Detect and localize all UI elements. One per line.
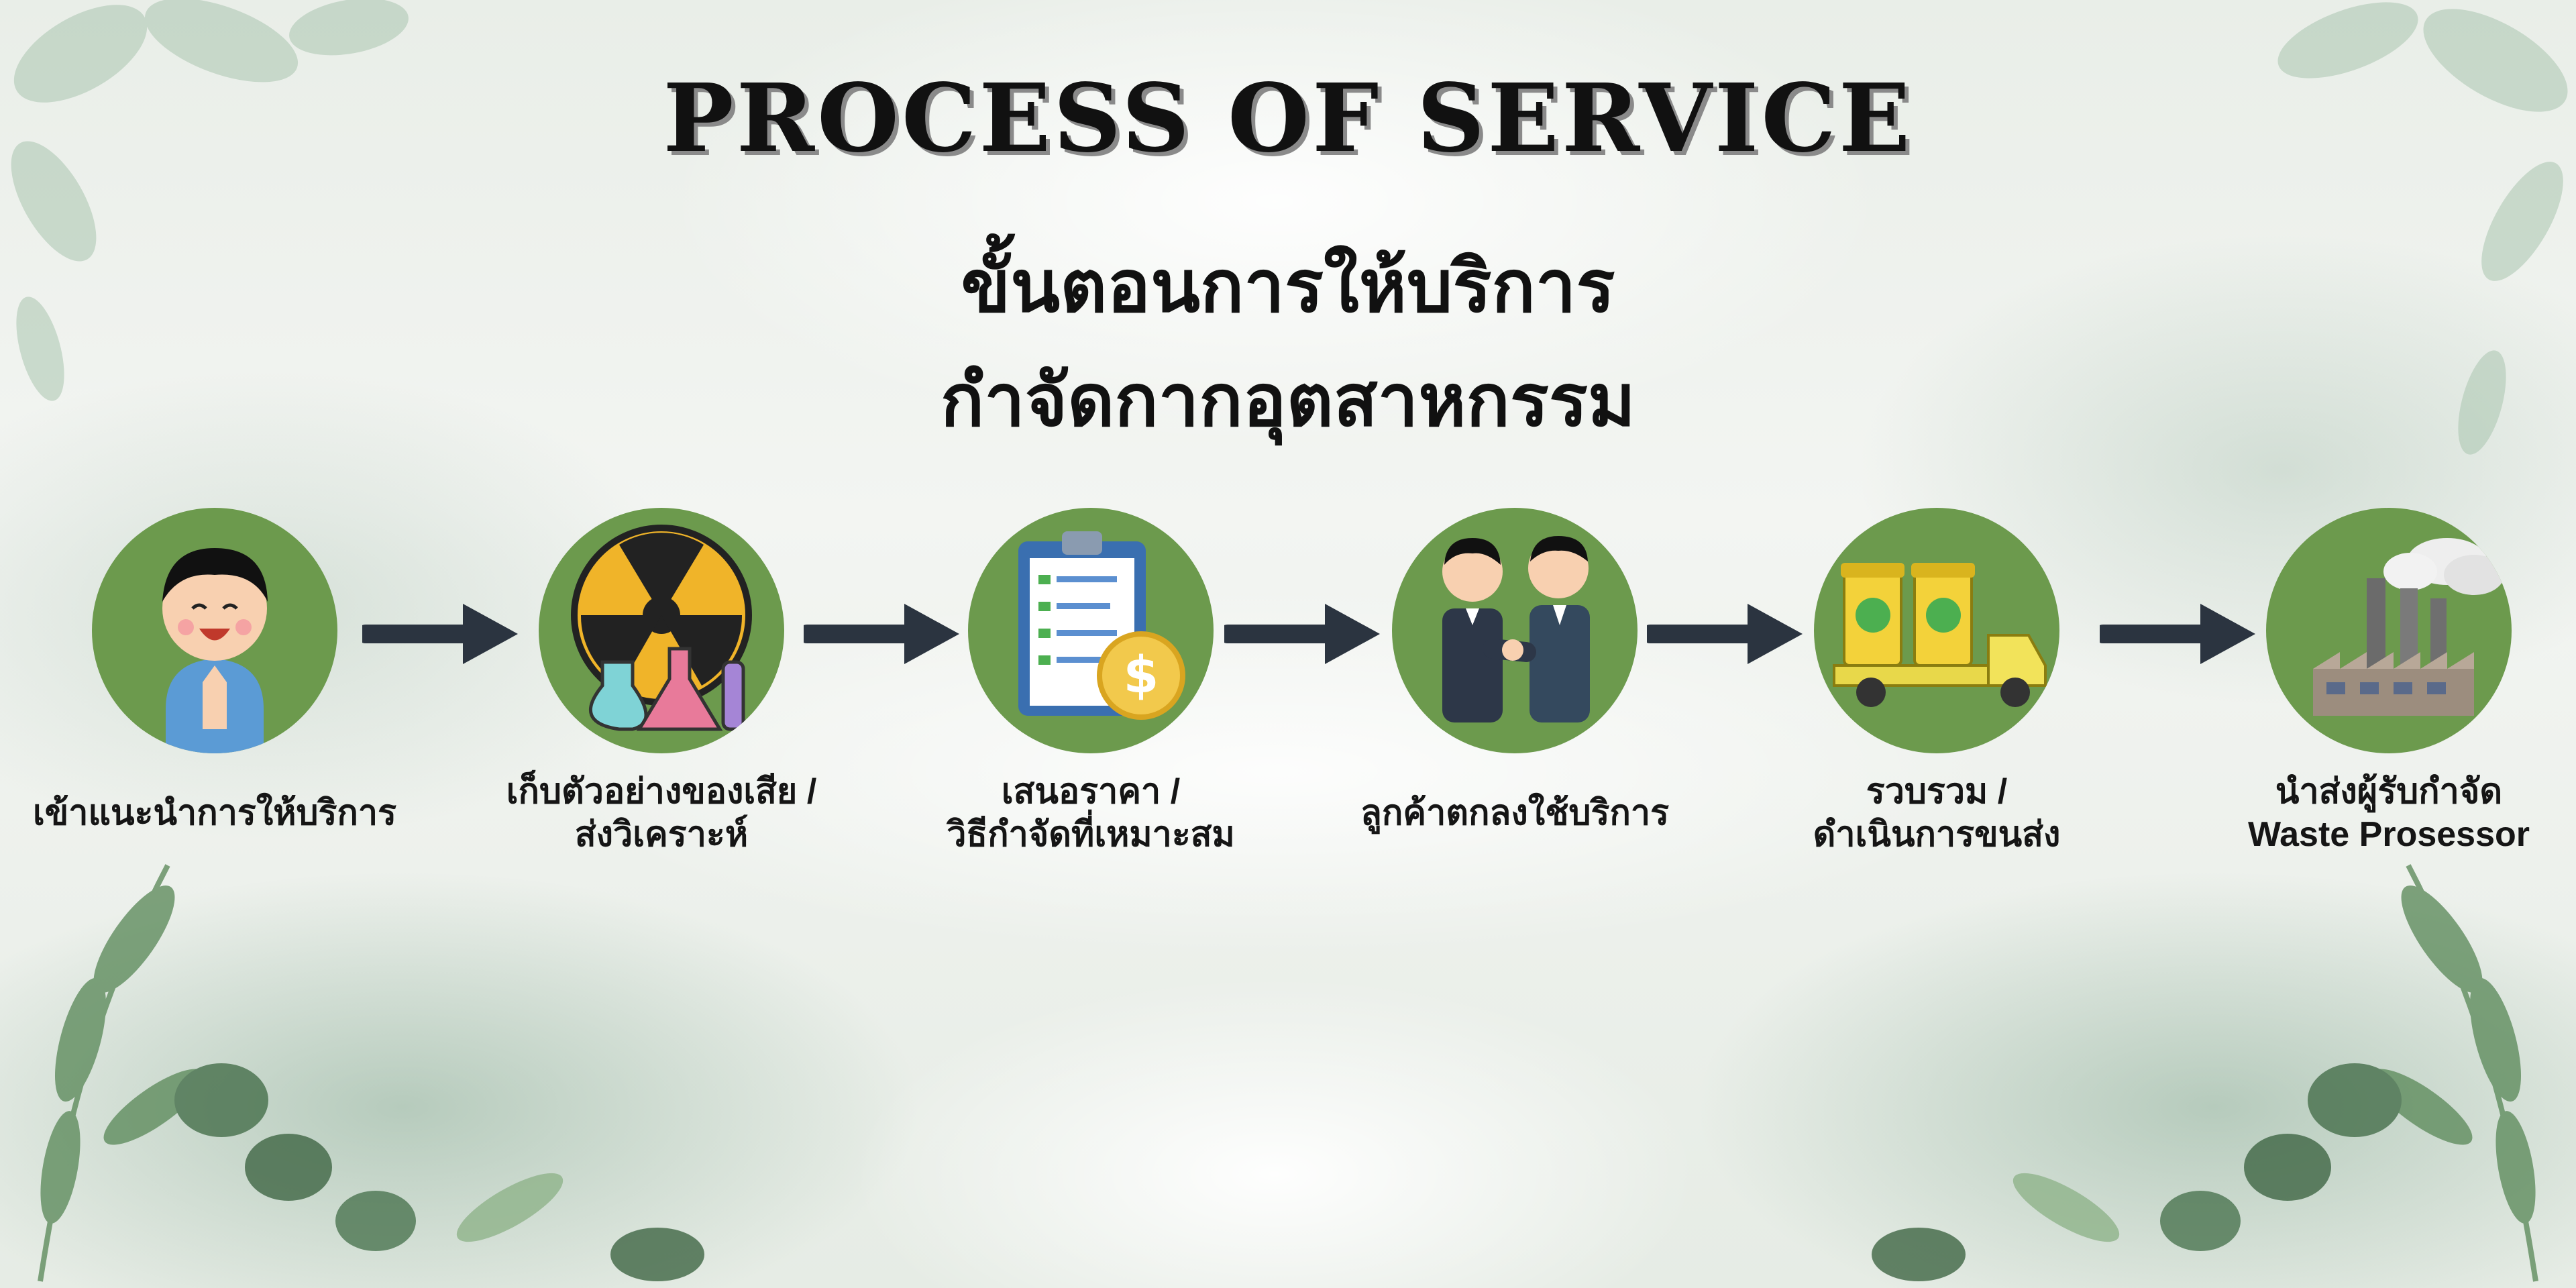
leaf-decoration-top-right [2277,2,2568,455]
recycle-truck-icon [1833,563,2047,707]
step-3-label-line2: วิธีกำจัดที่เหมาะสม [947,815,1235,854]
quotation-clipboard-icon: $ [1018,531,1185,720]
step-2-label: เก็บตัวอย่างของเสีย / ส่งวิเคราะห์ [453,770,869,856]
arrow-right-icon [1224,604,1380,664]
title-thai-line1: ขั้นตอนการให้บริการ [961,246,1615,327]
step-6-label-line1: นำส่งผู้รับกำจัด [2275,772,2503,811]
step-5-circle [1814,508,2059,753]
arrow-right-icon [2100,604,2255,664]
radioactive-sample-icon [571,525,752,731]
step-2-circle [539,508,784,753]
step-6-label-line2: Waste Prosessor [2247,815,2530,854]
handshake-icon [1442,536,1590,722]
step-4-label: ลูกค้าตกลงใช้บริการ [1307,792,1723,835]
step-1-circle [92,508,337,753]
step-6-circle [2266,508,2512,753]
step-4-circle [1392,508,1638,753]
title-thai-line2: กำจัดกากอุตสาหกรรม [940,360,1636,441]
leaf-decoration-top-left [11,0,409,401]
factory-icon [2313,538,2504,716]
leaf-decoration-bottom-left [38,864,704,1282]
step-4-label-line1: ลูกค้าตกลงใช้บริการ [1360,794,1670,833]
step-1-label: เข้าแนะนำการให้บริการ [7,792,423,835]
greeting-person-icon [162,548,268,753]
step-3-label-line1: เสนอราคา / [1001,772,1181,811]
step-3-circle: $ [968,508,1214,753]
step-5-label-line2: ดำเนินการขนส่ง [1813,815,2061,854]
leaf-decoration-bottom-right [1872,864,2538,1282]
step-3-label: เสนอราคา / วิธีกำจัดที่เหมาะสม [883,770,1299,856]
step-2-label-line1: เก็บตัวอย่างของเสีย / [506,772,817,811]
arrow-right-icon [804,604,959,664]
title-english: PROCESS OF SERVICE [663,64,1913,174]
step-6-label: นำส่งผู้รับกำจัด Waste Prosessor [2181,770,2576,856]
arrow-right-icon [362,604,518,664]
step-5-label: รวบรวม / ดำเนินการขนส่ง [1729,770,2145,856]
step-1-label-line1: เข้าแนะนำการให้บริการ [32,794,397,833]
step-5-label-line1: รวบรวม / [1866,772,2008,811]
arrow-right-icon [1647,604,1803,664]
step-2-label-line2: ส่งวิเคราะห์ [574,815,749,854]
svg-text:$: $ [1124,645,1159,704]
